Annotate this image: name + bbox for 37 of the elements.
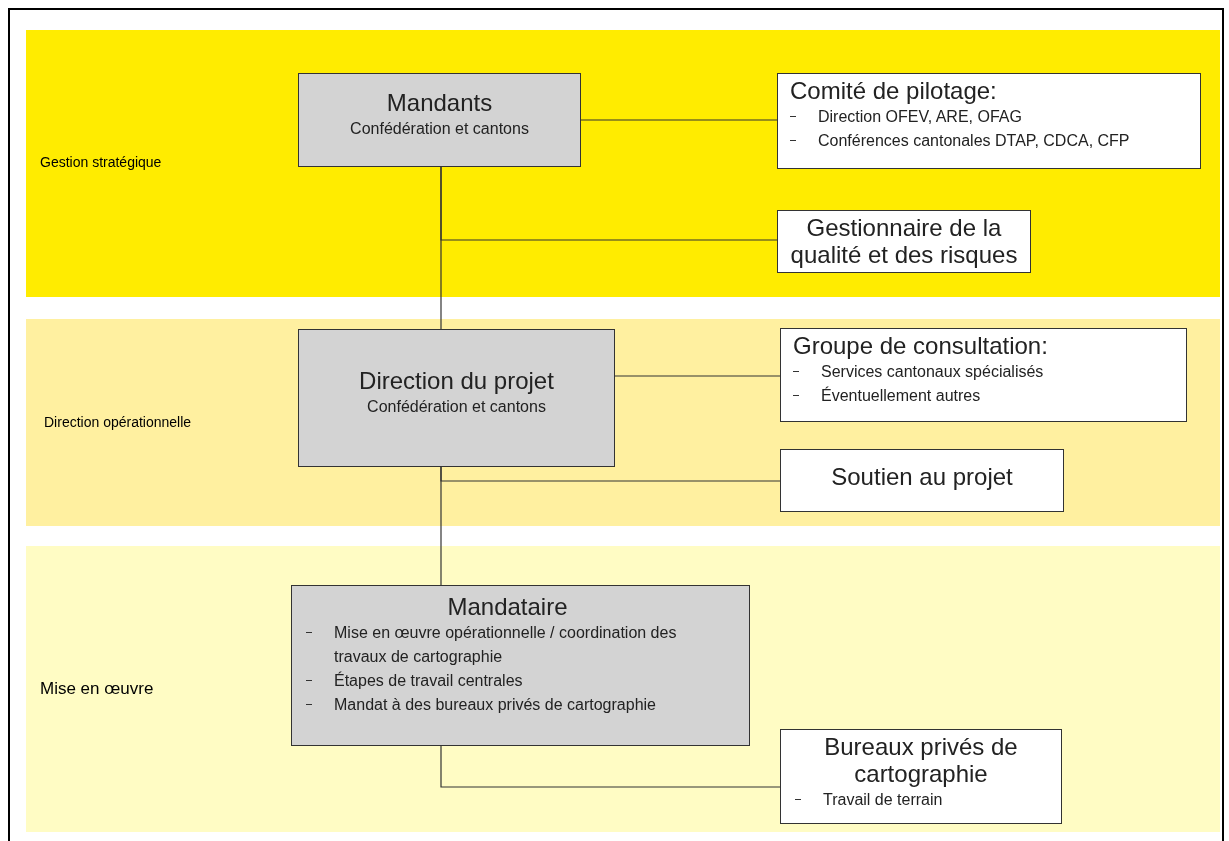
box-subtitle: Confédération et cantons <box>349 119 530 138</box>
org-box <box>291 585 750 746</box>
list-item: Conférences cantonales DTAP, CDCA, CFP <box>818 130 1130 151</box>
connector-line <box>440 466 442 586</box>
org-box <box>780 449 1064 512</box>
lane-label: Gestion stratégique <box>40 154 162 170</box>
box-title: Gestionnaire de la qualité et des risques <box>789 215 1019 269</box>
box-subtitle: Confédération et cantons <box>366 397 547 416</box>
org-box <box>298 73 581 167</box>
list-item: Services cantonaux spécialisés <box>821 361 1044 382</box>
connector-line <box>580 119 778 121</box>
list-item: Éventuellement autres <box>821 385 981 406</box>
swimlane-band <box>26 319 1220 526</box>
connector-line <box>440 745 781 788</box>
list-item: Direction OFEV, ARE, OFAG <box>818 106 1022 127</box>
box-title: Groupe de consultation: <box>793 333 1049 360</box>
connector-line <box>440 166 442 330</box>
box-title: Comité de pilotage: <box>790 78 998 105</box>
list-item: Mandat à des bureaux privés de cartographie <box>334 694 656 715</box>
box-title: Mandants <box>385 90 494 117</box>
box-title: Mandataire <box>446 594 569 621</box>
lane-label: Direction opérationnelle <box>44 414 192 430</box>
box-title: Direction du projet <box>358 368 555 395</box>
connector-line <box>614 375 781 377</box>
org-box <box>780 729 1062 824</box>
list-item: Étapes de travail centrales <box>334 670 523 691</box>
lane-label: Mise en œuvre <box>40 679 154 699</box>
org-box <box>777 73 1201 169</box>
org-box <box>298 329 615 467</box>
list-item: Mise en œuvre opérationnelle / coordination des travaux de cartographie <box>334 622 678 667</box>
box-title: Soutien au projet <box>830 464 1014 491</box>
list-item: Travail de terrain <box>823 789 943 810</box>
swimlane-band <box>26 546 1220 832</box>
org-box <box>777 210 1031 273</box>
box-title: Bureaux privés de cartographie <box>823 734 1019 788</box>
org-box <box>780 328 1187 422</box>
swimlane-band <box>26 30 1220 297</box>
